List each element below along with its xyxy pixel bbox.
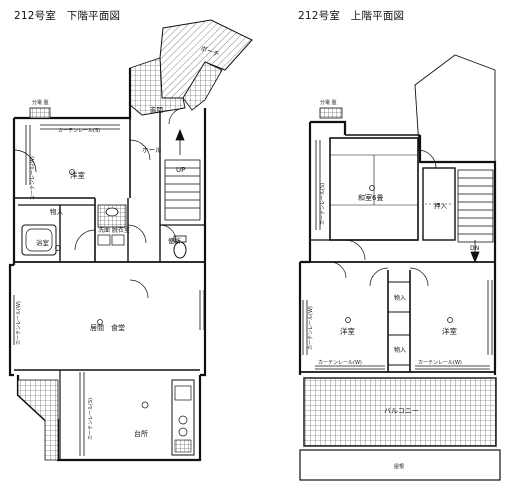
japanese-room-label: 和室6畳 <box>358 193 383 202</box>
kitchen-label: 台所 <box>134 429 148 438</box>
upper-floor-labels: 和室6畳 押入 カーテンレール(S) DN 物入 物入 洋室 洋室 カーテンレー… <box>308 99 479 470</box>
curtain-rail-label-top: カーテンレール(S) <box>58 128 100 134</box>
upper-storage-label-2: 物入 <box>394 346 406 354</box>
bathroom-label: 浴室 <box>36 238 50 247</box>
washroom-label: 洗面 脱衣室 <box>98 226 130 234</box>
porch-lower-tile <box>182 61 223 111</box>
meter-box-label-upper: 分電 盤 <box>320 99 337 106</box>
dn-label: DN <box>470 245 479 252</box>
curtain-rail-label-bottom-1: カーテンレール(W) <box>318 360 362 366</box>
balcony-label: バルコニー <box>384 407 419 415</box>
entrance-label: 玄関 <box>150 105 163 114</box>
closet-label: 押入 <box>434 201 448 210</box>
curtain-rail-label-western: カーテンレール(W) <box>308 306 314 350</box>
lower-staircase <box>164 128 201 221</box>
hall-label: ホール <box>142 146 162 154</box>
curtain-rail-label-bottom-2: カーテンレール(W) <box>418 360 462 366</box>
upper-staircase <box>457 169 494 264</box>
living-dining-label: 居間 食堂 <box>90 323 125 332</box>
kitchen-counter <box>171 379 195 456</box>
entrance-tile <box>129 57 186 116</box>
meter-box-label-lower: 分電 盤 <box>32 99 49 106</box>
storage-label: 物入 <box>50 207 64 216</box>
curtain-rail-label-kitchen: カーテンレール(S) <box>88 398 94 440</box>
toilet-label: 便所 <box>168 236 182 245</box>
western-room-2-label: 洋室 <box>442 326 457 336</box>
upper-storage-label-1: 物入 <box>394 294 406 302</box>
lower-floor-title: 212号室 下階平面図 <box>14 10 121 22</box>
western-room-label: 洋室 <box>70 170 85 180</box>
closet-outline <box>422 167 456 241</box>
roof-outline <box>414 54 496 163</box>
lower-roof-area <box>299 449 501 481</box>
curtain-rail-label-left: カーテンレール(W) <box>30 156 36 200</box>
curtain-rail-label-upper-left: カーテンレール(S) <box>320 183 326 225</box>
bathtub <box>21 224 57 256</box>
up-label: UP <box>176 166 185 174</box>
roof-label: 屋根 <box>394 463 404 470</box>
upper-floor-plan <box>298 54 501 481</box>
lower-floor-plan <box>8 19 253 462</box>
western-room-1-label: 洋室 <box>340 326 355 336</box>
upper-floor-title: 212号室 上階平面図 <box>298 10 405 22</box>
curtain-rail-label-living: カーテンレール(W) <box>16 301 22 345</box>
balcony-area <box>303 377 497 447</box>
